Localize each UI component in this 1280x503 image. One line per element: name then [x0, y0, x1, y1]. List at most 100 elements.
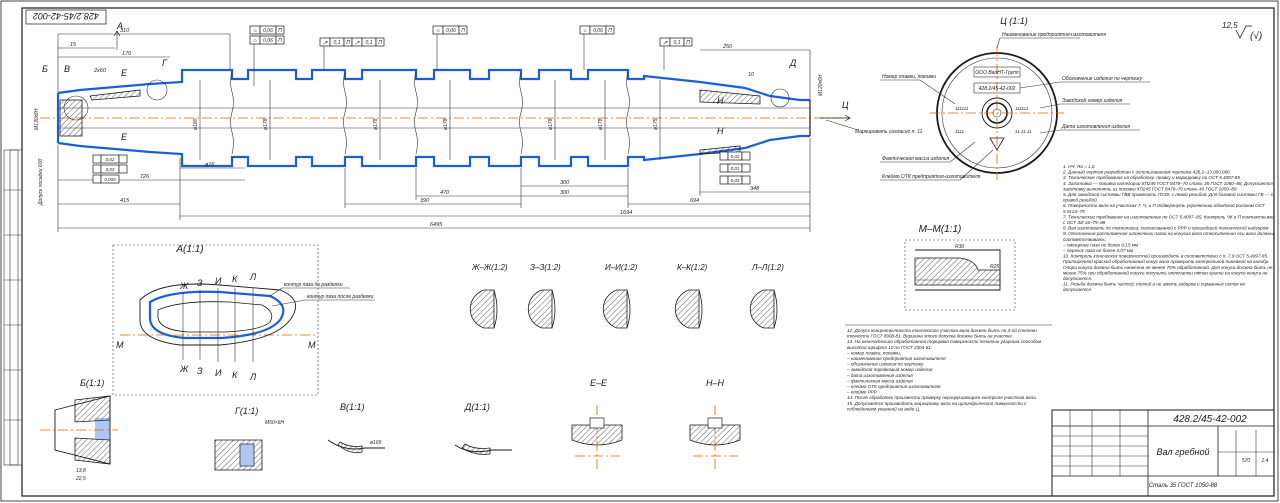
svg-text:0,06: 0,06 [593, 28, 603, 34]
svg-text:2х60: 2х60 [93, 68, 107, 74]
svg-text:И: И [215, 368, 222, 378]
svg-text:Е: Е [121, 132, 128, 142]
svg-text:П: П [686, 40, 690, 46]
detail-circle-g [146, 79, 168, 101]
roughness-check-icon [1235, 25, 1252, 39]
svg-text:Ж: Ж [179, 364, 189, 374]
svg-text:Е–Е: Е–Е [590, 378, 608, 388]
svg-text:М: М [308, 340, 316, 350]
svg-text:Л: Л [249, 372, 257, 382]
tolerance-frame: ↗ 0,1 П [351, 37, 385, 47]
note-text: 13. На окончательно обработанной торцево… [847, 338, 1042, 350]
view-letter-e: Е [121, 68, 128, 78]
note-text: – клеймо ОТК предприятия-изготовителя [846, 383, 941, 389]
title-block-designation: 428.2/45-42-002 [1173, 414, 1247, 425]
tolerance-frame: ○ 0,06 П ○ 0,06 П [249, 25, 285, 86]
svg-text:428.2/45-42-002: 428.2/45-42-002 [979, 86, 1016, 92]
view-letter-c: Ц [842, 100, 849, 110]
svg-text:R30: R30 [955, 244, 964, 250]
svg-text:Л: Л [249, 272, 257, 282]
svg-text:300: 300 [560, 180, 570, 186]
view-letter-v: В [64, 64, 70, 74]
note-text: 11. Резьба должна быть чистой, полной и … [1063, 281, 1245, 293]
svg-text:111111: 111111 [1015, 106, 1029, 111]
shaft-main-view: ø180 ø178 ø178 ø178 ø178 ø178 ø175 Б В Е… [40, 21, 851, 168]
svg-text:Допуск посадки 600: Допуск посадки 600 [38, 159, 44, 206]
svg-text:Д(1:1): Д(1:1) [464, 402, 490, 412]
svg-text:И: И [215, 276, 222, 286]
top-dimensions: 310 15 170 2х60 250 10 М120х6Н М130х6Н [34, 28, 824, 130]
svg-text:П: П [278, 28, 282, 34]
svg-text:ø178: ø178 [443, 118, 449, 130]
svg-text:↗: ↗ [354, 41, 360, 47]
svg-text:415: 415 [120, 198, 130, 204]
svg-text:0,1: 0,1 [674, 40, 681, 46]
view-n: Н–Н [689, 378, 741, 470]
svg-text:300: 300 [560, 190, 570, 196]
note-text: 5. Для заводской системы ГВВ применить П… [1063, 191, 1274, 203]
svg-text:570: 570 [1242, 458, 1251, 464]
svg-text:348: 348 [750, 186, 760, 192]
svg-text:6495: 6495 [430, 222, 443, 228]
note-text: 9. Отклонение расположения шпоночных паз… [1063, 231, 1274, 242]
svg-text:Маркировать согласно п. 11: Маркировать согласно п. 11 [855, 129, 923, 135]
view-letter-a: А [116, 21, 123, 31]
svg-text:П: П [461, 28, 465, 34]
svg-text:М–М(1:1): М–М(1:1) [919, 224, 962, 235]
note-text: 6. Поверхности вала на участках 7, Ч, и … [1063, 202, 1266, 214]
svg-text:К: К [232, 370, 238, 380]
section-zh: Ж–Ж(1:2) [469, 263, 508, 329]
bottom-dimensions: 726 415 6495 1694 470 390 300 300 694 34… [57, 138, 811, 232]
title-block-part-name: Вал гребной [1157, 447, 1210, 457]
view-c-title: Ц (1:1) [1000, 16, 1028, 26]
note-text: 12. Допуск концентричности конического у… [847, 327, 1037, 339]
svg-text:15: 15 [70, 42, 77, 48]
view-d: Д(1:1) [454, 402, 512, 455]
svg-text:К–К(1:2): К–К(1:2) [677, 263, 708, 272]
svg-text:○: ○ [583, 29, 587, 35]
view-e: Е–Е [571, 378, 623, 470]
svg-text:170: 170 [122, 51, 132, 57]
left-end-hatch [59, 99, 83, 137]
tolerance-frames: ○ 0,06 П ○ 0,06 П ↗ 0,1 П ↗ 0,1 П ○ 0,06… [92, 25, 751, 185]
svg-text:Н–Н: Н–Н [706, 378, 725, 388]
svg-text:0,06: 0,06 [263, 38, 273, 44]
svg-text:ø180: ø180 [193, 118, 199, 130]
svg-text:R25: R25 [990, 264, 999, 270]
svg-text:22,5: 22,5 [75, 476, 86, 482]
svg-text:Обозначение изделия по чертежу: Обозначение изделия по чертежу [1062, 76, 1143, 82]
note-text: 7. Технические требования на изготовлени… [1063, 214, 1274, 225]
note-text: – заводской порядковый номер изделия [846, 366, 933, 372]
view-letter-b: Б [42, 64, 48, 74]
svg-text:М: М [116, 340, 124, 350]
svg-text:1:4: 1:4 [1262, 458, 1269, 464]
svg-text:0,06: 0,06 [263, 28, 273, 34]
view-c: Ц (1:1) ООО ВалНТ-Групп 428.2/45-42-002 … [880, 16, 1150, 181]
cone-keyway-hatch [699, 89, 761, 105]
left-side-strip [3, 149, 23, 466]
svg-text:1694: 1694 [620, 210, 632, 216]
view-letter-d: Д [789, 58, 797, 68]
sections-row: Ж–Ж(1:2) З–З(1:2) И–И(1:2) К–К(1:2) Л–Л(… [469, 263, 784, 329]
note-text: – перекос паза не более 0,07 мм [1062, 248, 1134, 253]
svg-text:0,1: 0,1 [366, 40, 373, 46]
svg-text:○: ○ [253, 29, 257, 35]
view-letter-g: Г [162, 58, 168, 68]
svg-text:ø178: ø178 [598, 118, 604, 130]
note-text: – номер плавки, поковки, [846, 350, 901, 355]
note-text: – обозначение изделия по чертежу [846, 362, 924, 367]
detail-circle-b [63, 95, 89, 121]
svg-text:Н: Н [717, 126, 724, 136]
view-b: Б(1:1) 13,8 22,5 [40, 378, 118, 482]
svg-text:310: 310 [120, 28, 130, 34]
stamp-code: 428.2/45-42-002 [33, 11, 99, 21]
svg-text:ø165: ø165 [370, 440, 382, 446]
svg-text:ø178: ø178 [548, 118, 554, 130]
svg-text:10: 10 [748, 72, 755, 78]
svg-text:0,1: 0,1 [334, 40, 341, 46]
lower-notes: 12. Допуск концентричности конического у… [846, 327, 1042, 411]
svg-text:○: ○ [436, 29, 440, 35]
svg-text:Наименование предприятия-изгот: Наименование предприятия-изготовителя [1002, 32, 1106, 38]
detail-circle-d [770, 88, 790, 108]
